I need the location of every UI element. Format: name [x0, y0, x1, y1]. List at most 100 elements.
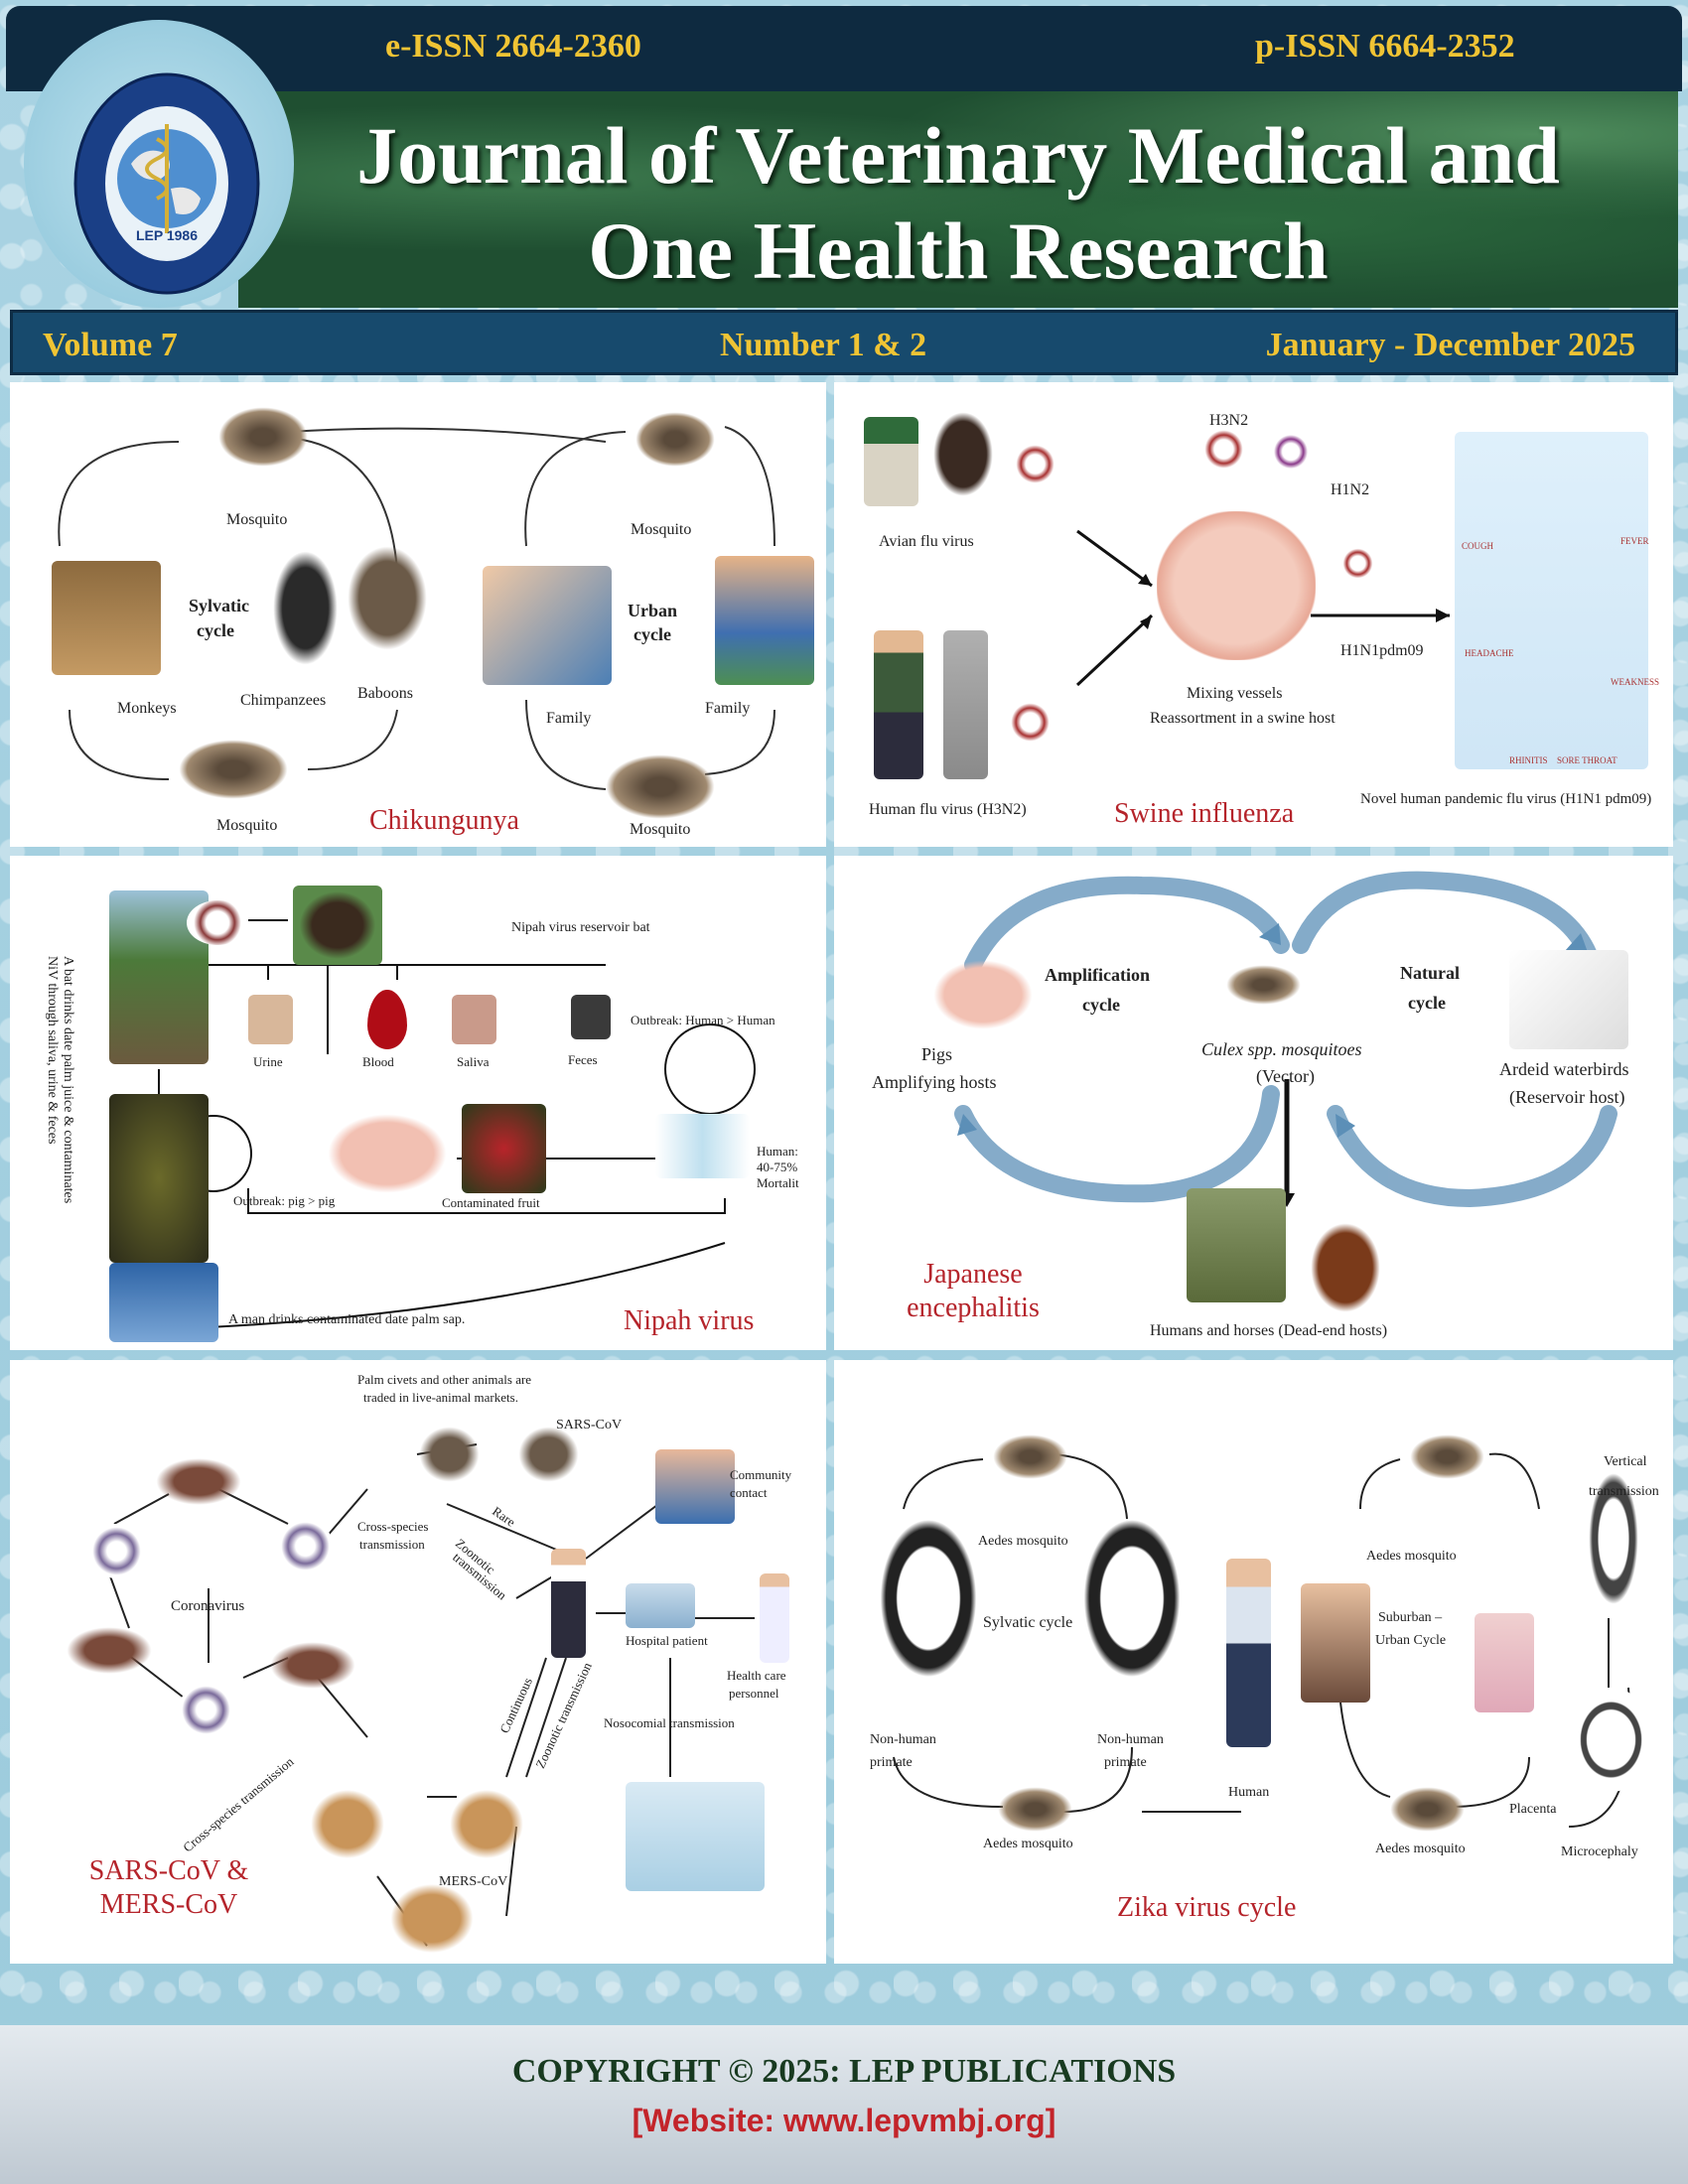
- journal-logo-icon: LEP 1986: [73, 72, 260, 295]
- pig-icon: [328, 1114, 447, 1193]
- label: Sylvatic cycle: [983, 1614, 1073, 1631]
- label: Aedes mosquito: [983, 1837, 1073, 1851]
- label: Nosocomial transmission: [604, 1715, 735, 1730]
- p-issn: p-ISSN 6664-2352: [1255, 28, 1515, 65]
- label: cycle: [633, 624, 671, 644]
- label: Microcephaly: [1561, 1844, 1638, 1859]
- woman-icon: [1301, 1583, 1370, 1703]
- label: contact: [730, 1485, 768, 1500]
- monkeys-icon: [52, 561, 161, 675]
- volume: Volume 7: [43, 327, 178, 363]
- bat-on-palm-photo: [109, 1094, 209, 1263]
- mosquito-icon: [1390, 1787, 1465, 1832]
- humans-photo: [1187, 1188, 1286, 1302]
- virus-icon: [1013, 442, 1057, 486]
- label: Baboons: [357, 685, 413, 702]
- label: cycle: [1408, 993, 1446, 1013]
- label: Non-human: [1097, 1732, 1164, 1747]
- label: Community: [730, 1467, 792, 1482]
- panel-swine-influenza: H3N2 H1N2 Avian flu virus H1N1pdm09 Mixi…: [834, 382, 1673, 847]
- label: Cross-species: [357, 1519, 429, 1534]
- label: A bat drinks date palm juice & contamina…: [45, 956, 75, 1204]
- urine-icon: [248, 995, 293, 1044]
- camel-icon: [447, 1787, 526, 1861]
- camel-icon: [387, 1881, 477, 1956]
- feces-icon: [571, 995, 611, 1039]
- panel-zika: Vertical transmission Aedes mosquito Aed…: [834, 1360, 1673, 1964]
- human-patients-icon: [655, 1114, 750, 1178]
- label: Aedes mosquito: [1366, 1549, 1457, 1564]
- label: Natural: [1400, 963, 1460, 983]
- bat-icon: [263, 1638, 362, 1693]
- family-icon: [715, 556, 814, 685]
- mosquito-icon: [993, 1434, 1067, 1479]
- caption-zika: Zika virus cycle: [1117, 1892, 1297, 1923]
- bat-icon: [293, 886, 382, 965]
- chikungunya-cycle-arrows: [58, 426, 775, 790]
- contaminated-fruit-icon: [462, 1104, 546, 1193]
- je-cycle-arrows: [954, 871, 1618, 1208]
- saliva-icon: [452, 995, 496, 1044]
- label: Hospital patient: [626, 1633, 708, 1648]
- label: SARS-CoV: [556, 1418, 623, 1433]
- label: Health care: [727, 1668, 786, 1683]
- human-icon: [1226, 1559, 1271, 1747]
- label: Aedes mosquito: [1375, 1842, 1466, 1856]
- label: Coronavirus: [171, 1598, 245, 1614]
- label: Human:: [757, 1144, 798, 1159]
- panel-japanese-encephalitis: Amplification cycle Natural cycle Pigs A…: [834, 856, 1673, 1350]
- label: Reassortment in a swine host: [1150, 710, 1336, 727]
- label: Ardeid waterbirds: [1499, 1059, 1629, 1079]
- bat-icon: [60, 1623, 159, 1678]
- label: transmission: [359, 1537, 425, 1552]
- civet-icon: [417, 1425, 482, 1484]
- hen-icon: [933, 412, 993, 496]
- e-issn: e-ISSN 2664-2360: [385, 28, 641, 65]
- journal-title-line1: Journal of Veterinary Medical and: [356, 110, 1560, 201]
- panel-nipah-virus: Nipah virus reservoir bat Urine Blood Sa…: [10, 856, 826, 1350]
- label: Feces: [568, 1052, 598, 1067]
- label: FEVER: [1620, 536, 1649, 546]
- website-link[interactable]: [Website: www.lepvmbj.org]: [632, 2103, 1056, 2138]
- label: Family: [705, 700, 751, 717]
- caption-swine-influenza: Swine influenza: [1114, 798, 1295, 829]
- label: A man drinks contaminated date palm sap.: [228, 1312, 466, 1327]
- label: (Reservoir host): [1509, 1087, 1625, 1107]
- label: Monkeys: [117, 700, 177, 717]
- chimpanzee-icon: [273, 551, 338, 665]
- label: Saliva: [457, 1054, 490, 1069]
- virus-icon: [187, 900, 248, 945]
- blood-drop-icon: [367, 990, 407, 1049]
- mosquito-icon: [1410, 1434, 1484, 1479]
- label: H3N2: [1209, 412, 1249, 429]
- mosquito-icon: [179, 740, 288, 799]
- mosquito-icon: [1226, 965, 1301, 1005]
- label: personnel: [729, 1686, 779, 1701]
- panel-chikungunya: Mosquito Mosquito Sylvatic cycle Urban c…: [10, 382, 826, 847]
- man-icon: [874, 630, 923, 779]
- coronavirus-icon: [179, 1683, 233, 1737]
- fetus-icon: [1569, 1688, 1653, 1792]
- swine-arrows: [1075, 529, 1450, 687]
- duck-icon: [864, 417, 918, 506]
- label: Amplifying hosts: [872, 1072, 997, 1092]
- label: Non-human: [870, 1732, 936, 1747]
- heron-icon: [1509, 950, 1628, 1049]
- hospital-patient-icon: [626, 1583, 695, 1628]
- mannequin-icon: [943, 630, 988, 779]
- issn-bar: e-ISSN 2664-2360 p-ISSN 6664-2352: [6, 6, 1682, 91]
- journal-title-line2: One Health Research: [588, 205, 1329, 296]
- label: Blood: [362, 1054, 394, 1069]
- man-drinking-photo: [109, 1263, 218, 1342]
- label: traded in live-animal markets.: [363, 1390, 518, 1405]
- panel-sars-mers: Palm civets and other animals are traded…: [10, 1360, 826, 1964]
- label: Mixing vessels: [1187, 685, 1283, 702]
- label: Urine: [253, 1054, 283, 1069]
- label: Avian flu virus: [879, 533, 974, 550]
- label: Suburban –: [1378, 1610, 1443, 1625]
- issue-number: Number 1 & 2: [720, 327, 927, 363]
- label: Mosquito: [226, 511, 288, 528]
- svg-text:LEP 1986: LEP 1986: [136, 227, 198, 243]
- horse-icon: [1311, 1223, 1380, 1312]
